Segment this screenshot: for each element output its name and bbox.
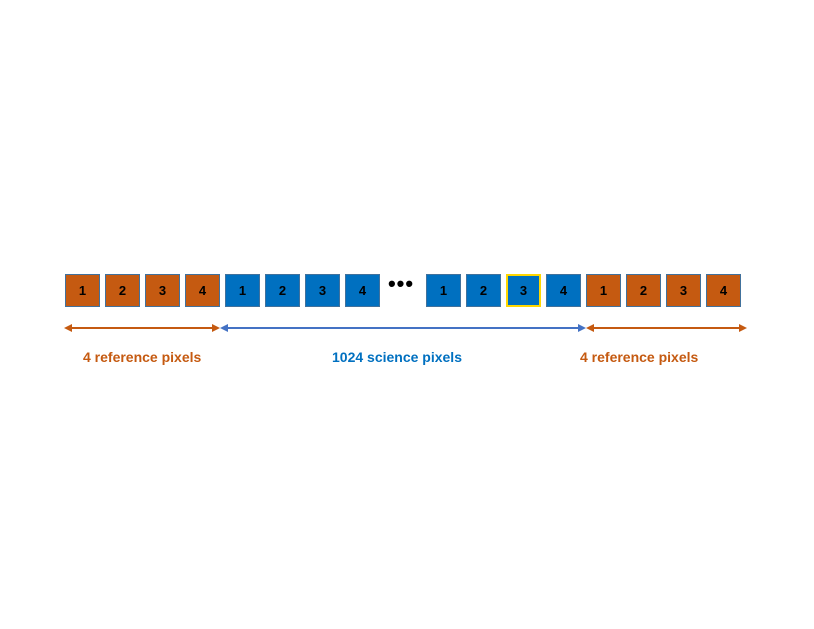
science-pixel-9: 1 <box>426 274 461 307</box>
science-pixel-7: 3 <box>305 274 340 307</box>
science-pixel-10: 2 <box>466 274 501 307</box>
reference-pixel-1: 1 <box>65 274 100 307</box>
science-pixel-8: 4 <box>345 274 380 307</box>
ellipsis: ••• <box>387 271 415 296</box>
left-reference-label: 4 reference pixels <box>83 349 202 365</box>
reference-pixel-14: 2 <box>626 274 661 307</box>
science-pixel-5: 1 <box>225 274 260 307</box>
reference-pixel-3: 3 <box>145 274 180 307</box>
reference-pixel-2: 2 <box>105 274 140 307</box>
science-pixel-11: 3 <box>506 274 541 307</box>
science-pixel-6: 2 <box>265 274 300 307</box>
left-reference-arrow <box>64 324 220 332</box>
reference-pixel-13: 1 <box>586 274 621 307</box>
reference-pixel-16: 4 <box>706 274 741 307</box>
science-pixel-12: 4 <box>546 274 581 307</box>
right-reference-label: 4 reference pixels <box>580 349 699 365</box>
science-arrow <box>220 324 586 332</box>
science-label: 1024 science pixels <box>332 349 462 365</box>
reference-pixel-4: 4 <box>185 274 220 307</box>
right-reference-arrow <box>586 324 747 332</box>
reference-pixel-15: 3 <box>666 274 701 307</box>
